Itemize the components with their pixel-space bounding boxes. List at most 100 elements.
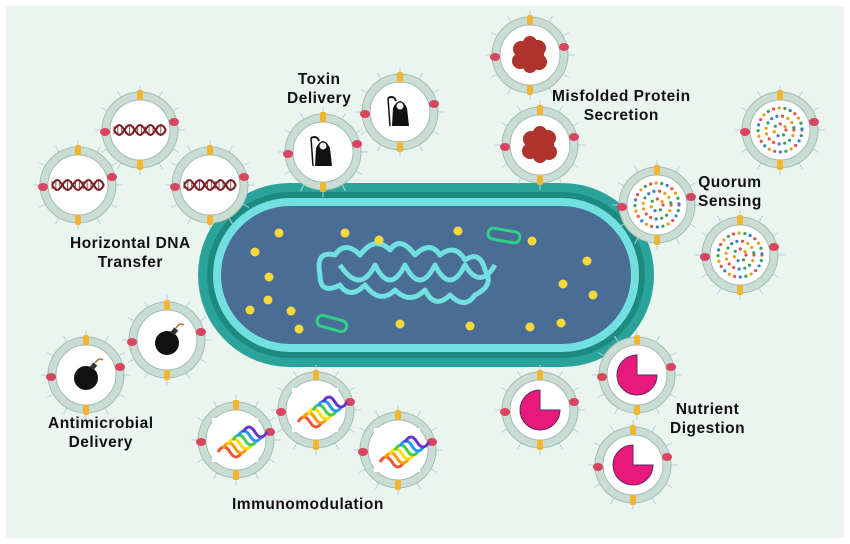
membrane-porin (83, 335, 89, 345)
vesicle-spike (268, 458, 276, 463)
vesicle-spike (55, 217, 60, 225)
vesicle-spike (717, 215, 722, 223)
ribosome-dot (340, 228, 350, 238)
vesicle-spike (283, 170, 291, 175)
vesicle-spike (651, 425, 656, 433)
vesicle-spike (334, 442, 339, 450)
membrane-protein (427, 438, 437, 446)
membrane-porin (395, 480, 401, 490)
ribosome-dot (286, 306, 296, 316)
vesicle-spike (104, 407, 109, 415)
label-nutrient-digestion: Nutrient Digestion (670, 401, 746, 437)
vesicle-spike (689, 223, 697, 228)
vesicle-spike (500, 122, 508, 127)
nucleoid-dna (316, 241, 498, 305)
vesicle-spike (96, 145, 101, 153)
membrane-porin (737, 285, 743, 295)
ribosome-dot (582, 256, 592, 266)
membrane-porin (527, 85, 533, 95)
vesicle-spike (798, 162, 803, 170)
vesicle-spike (38, 162, 46, 167)
membrane-porin (233, 470, 239, 480)
vesicle-toxin (278, 107, 368, 197)
membrane-protein (38, 183, 48, 191)
membrane-protein (500, 408, 510, 416)
vesicle-spike (651, 497, 656, 505)
vesicle-spike (614, 335, 619, 343)
membrane-porin (397, 142, 403, 152)
quorum-icon (756, 106, 804, 154)
vesicle-spike (597, 352, 605, 357)
membrane-protein (662, 453, 672, 461)
vesicle-spike (196, 458, 204, 463)
vesicle-spike (118, 393, 126, 398)
vesicle-spike (355, 129, 363, 134)
ribosome-dot (556, 318, 566, 328)
vesicle-spike (655, 407, 660, 415)
vesicle-spike (758, 215, 763, 223)
vesicle-spike (634, 165, 639, 173)
vesicle-spike (170, 203, 178, 208)
ribosome-dot (527, 236, 537, 246)
vesicle-pac (495, 365, 585, 455)
vesicle-spike (46, 393, 54, 398)
membrane-porin (313, 370, 319, 380)
membrane-protein (597, 373, 607, 381)
vesicle-spike (558, 177, 563, 185)
membrane-porin (164, 300, 170, 310)
vesicle-spike (268, 417, 276, 422)
label-antimicrobial-delivery: Antimicrobial Delivery (48, 415, 154, 451)
vesicle-spike (300, 112, 305, 120)
vesicle-spike (432, 89, 440, 94)
vesicle-dna (33, 140, 123, 230)
label-horizontal-dna-transfer: Horizontal DNA Transfer (70, 235, 191, 271)
vesicle-spike (276, 387, 284, 392)
vesicle-spike (798, 90, 803, 98)
vesicle-spike (185, 372, 190, 380)
dna-icon (51, 178, 105, 192)
vesicle-spike (283, 129, 291, 134)
vesicle-spike (377, 144, 382, 152)
vesicle-spike (572, 163, 580, 168)
membrane-porin (75, 145, 81, 155)
vesicle-spike (517, 370, 522, 378)
bomb-icon (74, 358, 104, 390)
vesicle-spike (758, 287, 763, 295)
vesicle-spike (614, 407, 619, 415)
membrane-porin (537, 105, 543, 115)
vesicle-toxin (355, 67, 445, 157)
membrane-porin (395, 410, 401, 420)
ribosome-dot (465, 321, 475, 331)
vesicle-spike (110, 162, 118, 167)
vesicle-spike (517, 105, 522, 113)
vesicle-spike (170, 162, 178, 167)
blob-icon (512, 36, 547, 73)
vesicle-spike (593, 442, 601, 447)
membrane-porin (164, 370, 170, 380)
protein-icon (292, 388, 349, 432)
membrane-protein (283, 150, 293, 158)
vesicle-spike (110, 203, 118, 208)
vesicle-spike (610, 425, 615, 433)
vesicle-spike (665, 483, 673, 488)
toxin-icon (387, 96, 409, 127)
vesicle-spike (358, 468, 366, 473)
protein-icon (212, 418, 269, 462)
membrane-protein (196, 438, 206, 446)
membrane-porin (313, 440, 319, 450)
vesicle-spike (55, 145, 60, 153)
vesicle-spike (358, 427, 366, 432)
ribosome-dot (250, 247, 260, 257)
vesicle-spike (610, 497, 615, 505)
membrane-protein (593, 463, 603, 471)
membrane-porin (137, 160, 143, 170)
pac-icon (612, 444, 654, 486)
membrane-protein (666, 363, 676, 371)
vesicle-spike (675, 165, 680, 173)
vesicle-spike (185, 300, 190, 308)
vesicle-spike (558, 370, 563, 378)
vesicle-spike (617, 223, 625, 228)
membrane-protein (358, 448, 368, 456)
vesicle-spike (772, 232, 780, 237)
vesicle-dna (165, 140, 255, 230)
